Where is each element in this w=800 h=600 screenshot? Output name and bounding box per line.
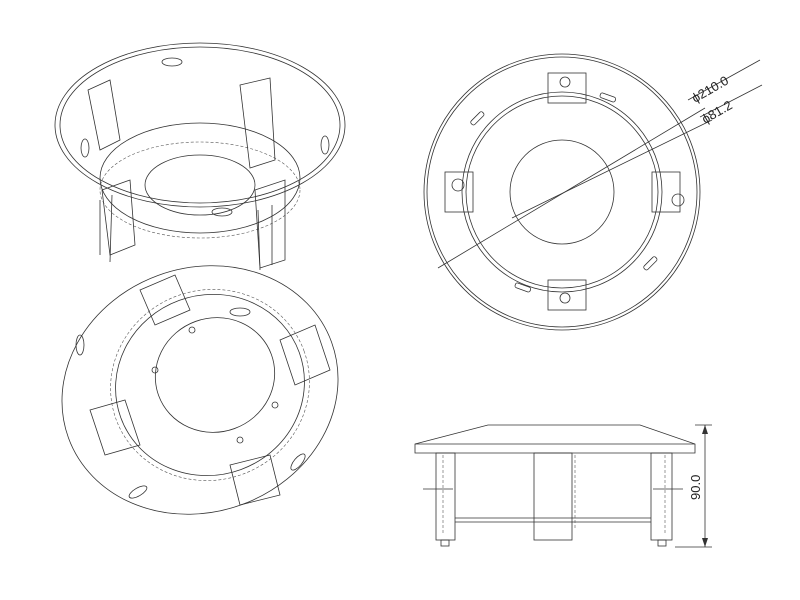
side-view [414, 424, 712, 548]
plan-view [423, 53, 763, 331]
isometric-bottom-view [61, 265, 339, 515]
height-dimension-label: 90.0 [688, 475, 703, 500]
isometric-top-view [54, 42, 346, 271]
inner-diameter-label: ϕ81.2 [699, 97, 735, 126]
